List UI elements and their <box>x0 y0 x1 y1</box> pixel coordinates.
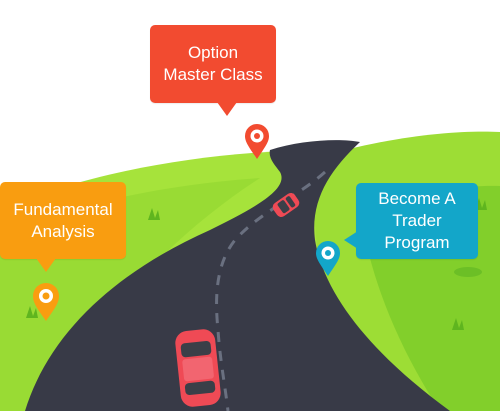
pin-trader-program <box>316 241 340 276</box>
callout-line: Become A <box>378 189 456 208</box>
road-center-line <box>215 170 327 411</box>
grass-tufts <box>26 198 487 330</box>
callout-line: Master Class <box>163 65 263 84</box>
option-master-class-callout[interactable]: Option Master Class <box>150 25 276 116</box>
become-a-trader-program-callout[interactable]: Become A Trader Program <box>344 183 478 259</box>
car-near <box>175 329 221 407</box>
callout-line: Option <box>187 43 239 62</box>
callout-line: Analysis <box>31 221 95 241</box>
callout-line: Program <box>384 233 450 252</box>
road <box>25 140 450 411</box>
pin-fundamental <box>33 283 59 321</box>
grass-patch <box>454 267 482 277</box>
car-far <box>272 192 300 218</box>
callout-line: Fundamental <box>13 199 113 219</box>
fundamental-analysis-callout[interactable]: Fundamental Analysis <box>0 182 126 272</box>
callout-line: Trader <box>392 211 442 230</box>
pin-option-master <box>245 124 269 159</box>
